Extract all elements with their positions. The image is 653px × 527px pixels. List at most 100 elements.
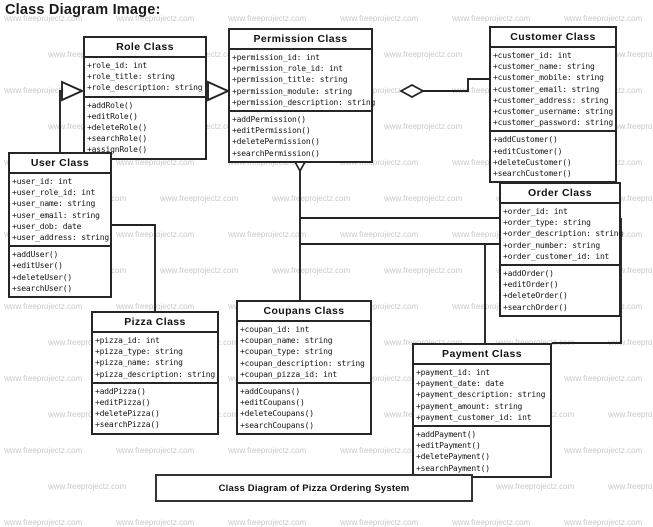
uml-method-row: +editUser() <box>12 261 63 271</box>
uml-method-row: +deleteCoupans() <box>240 409 314 419</box>
uml-attributes-order: +order_id: int+order_type: string+order_… <box>501 204 623 267</box>
uml-attribute-row: +pizza_id: int <box>95 336 160 345</box>
uml-class-user[interactable]: User Class +user_id: int +user_role_id: in… <box>8 152 112 299</box>
uml-attribute-row: +coupan_description: string <box>240 358 365 368</box>
uml-method-row: +editCoupans() <box>240 398 305 408</box>
uml-methods-permission: +addPermission()+editPermission()+delete… <box>230 112 371 161</box>
uml-class-name-permission: Permission Class <box>230 30 371 50</box>
uml-method-row: +searchOrder() <box>503 302 568 312</box>
uml-method-row: +addUser() <box>12 250 59 260</box>
uml-method-row: +addOrder() <box>503 269 554 279</box>
uml-method-row: +searchPermission() <box>232 148 320 158</box>
uml-method-row: +deletePermission() <box>232 137 320 147</box>
uml-attribute-row: +coupan_type: string <box>240 347 333 357</box>
uml-attribute-row: +user_dob: date <box>12 221 82 231</box>
uml-method-row: +searchCoupans() <box>240 420 314 430</box>
uml-attribute-row: +user_id: int <box>12 177 73 186</box>
uml-attribute-row: +payment_id: int <box>416 368 490 377</box>
connector-permission-customer <box>401 78 489 92</box>
uml-attribute-row: +payment_date: date <box>416 379 504 389</box>
uml-method-row: +addCoupans() <box>240 387 301 397</box>
uml-method-row: +searchPayment() <box>416 463 490 473</box>
diagram-caption-text: Class Diagram of Pizza Ordering System <box>218 482 410 494</box>
aggregation-diamond-permission-customer <box>399 84 425 98</box>
uml-class-role[interactable]: Role Class+role_id: int+role_title: stri… <box>83 36 207 160</box>
uml-attribute-row: +payment_amount: string <box>416 401 523 411</box>
watermark-label: www.freeprojectz.com <box>564 518 643 527</box>
uml-class-customer[interactable]: Customer Class+customer_id: int+customer… <box>489 26 617 184</box>
uml-method-row: +addPermission() <box>232 115 306 125</box>
generalization-arrowhead-role <box>61 80 85 102</box>
uml-attribute-row: +pizza_description: string <box>95 369 216 379</box>
uml-attributes-payment: +payment_id: int+payment_date: date+paym… <box>414 365 550 428</box>
watermark-label: www.freeprojectz.com <box>116 518 195 527</box>
uml-attribute-row: +order_number: string <box>503 240 600 250</box>
watermark-label: www.freeprojectz.com <box>452 518 531 527</box>
uml-attributes-customer: +customer_id: int+customer_name: string+… <box>491 48 615 133</box>
uml-class-pizza[interactable]: Pizza Class +pizza_id: int +pizza_type: st… <box>91 311 219 435</box>
uml-attribute-row: +customer_id: int <box>493 51 572 60</box>
uml-class-order[interactable]: Order Class+order_id: int+order_type: st… <box>499 182 623 317</box>
uml-method-row: +editPizza() <box>95 398 151 408</box>
uml-method-row: +searchUser() <box>12 283 73 293</box>
uml-attribute-row: +customer_name: string <box>493 62 595 72</box>
page-title: Class Diagram Image: <box>5 2 161 18</box>
uml-attribute-row: +user_email: string <box>12 210 100 220</box>
uml-method-row: +deletePizza() <box>95 409 160 419</box>
uml-class-name-role: Role Class <box>85 38 205 58</box>
uml-methods-pizza: +addPizza()+editPizza()+deletePizza()+se… <box>93 384 217 433</box>
uml-attribute-row: +user_role_id: int <box>12 188 96 198</box>
uml-methods-role: +addRole()+editRole()+deleteRole()+searc… <box>85 98 205 158</box>
uml-methods-payment: +addPayment()+editPayment()+deletePaymen… <box>414 427 550 476</box>
uml-method-row: +addPizza() <box>95 386 146 396</box>
uml-attribute-row: +role_id: int <box>87 61 148 70</box>
watermark-label: www.freeprojectz.com <box>4 518 83 527</box>
uml-attribute-row: +pizza_type: string <box>95 347 183 357</box>
uml-attribute-row: +order_type: string <box>503 218 591 228</box>
uml-method-row: +searchCustomer() <box>493 169 572 179</box>
uml-attribute-row: +payment_description: string <box>416 390 546 400</box>
uml-class-coupans[interactable]: Coupans Class+coupan_id: int+coupan_name… <box>236 300 372 435</box>
uml-method-row: +editRole() <box>87 111 138 121</box>
generalization-arrowhead-permission <box>207 80 231 102</box>
uml-method-row: +editPayment() <box>416 441 481 451</box>
uml-method-row: +deleteUser() <box>12 272 73 282</box>
uml-attribute-row: +user_address: string <box>12 233 109 243</box>
uml-methods-customer: +addCustomer()+editCustomer()+deleteCust… <box>491 132 615 181</box>
uml-methods-user: +addUser()+editUser()+deleteUser()+searc… <box>10 247 110 296</box>
uml-method-row: +deleteOrder() <box>503 291 568 301</box>
uml-method-row: +addCustomer() <box>493 135 558 145</box>
uml-method-row: +deletePayment() <box>416 452 490 462</box>
uml-attribute-row: +customer_mobile: string <box>493 73 604 83</box>
uml-attributes-user: +user_id: int +user_role_id: int+user_nam… <box>10 174 110 248</box>
uml-method-row: +addPayment() <box>416 430 477 440</box>
uml-attribute-row: +user_name: string <box>12 199 96 209</box>
uml-method-row: +deleteRole() <box>87 123 148 133</box>
uml-class-permission[interactable]: Permission Class+permission_id: int+perm… <box>228 28 375 163</box>
uml-attributes-permission: +permission_id: int +permission_role_id: … <box>230 50 375 113</box>
uml-method-row: +addRole() <box>87 100 134 110</box>
uml-class-name-coupans: Coupans Class <box>238 302 370 322</box>
uml-class-name-user: User Class <box>10 154 110 174</box>
uml-class-name-pizza: Pizza Class <box>93 313 217 333</box>
uml-attribute-row: +pizza_name: string <box>95 358 183 368</box>
uml-methods-order: +addOrder()+editOrder()+deleteOrder()+se… <box>501 266 619 315</box>
uml-class-payment[interactable]: Payment Class+payment_id: int+payment_da… <box>412 343 552 478</box>
watermark-label: www.freeprojectz.com <box>340 518 419 527</box>
uml-attributes-pizza: +pizza_id: int+pizza_type: string+pizza_… <box>93 333 217 384</box>
uml-attribute-row: +customer_address: string <box>493 95 609 105</box>
uml-class-name-order: Order Class <box>501 184 619 204</box>
uml-attribute-row: +customer_email: string <box>493 84 600 94</box>
uml-attribute-row: +permission_role_id: int <box>232 64 343 74</box>
uml-methods-coupans: +addCoupans()+editCoupans()+deleteCoupan… <box>238 384 370 433</box>
diagram-caption-box: Class Diagram of Pizza Ordering System <box>155 474 473 502</box>
uml-attributes-role: +role_id: int+role_title: string+role_de… <box>85 58 205 98</box>
uml-attribute-row: +customer_password: string <box>493 118 614 128</box>
uml-attribute-row: +payment_customer_id: int <box>416 412 532 422</box>
uml-attribute-row: +permission_title: string <box>232 75 348 85</box>
uml-attribute-row: +order_customer_id: int <box>503 251 610 261</box>
uml-method-row: +editCustomer() <box>493 146 563 156</box>
connector-user-role <box>59 90 76 152</box>
uml-attribute-row: +permission_id: int <box>232 53 320 62</box>
